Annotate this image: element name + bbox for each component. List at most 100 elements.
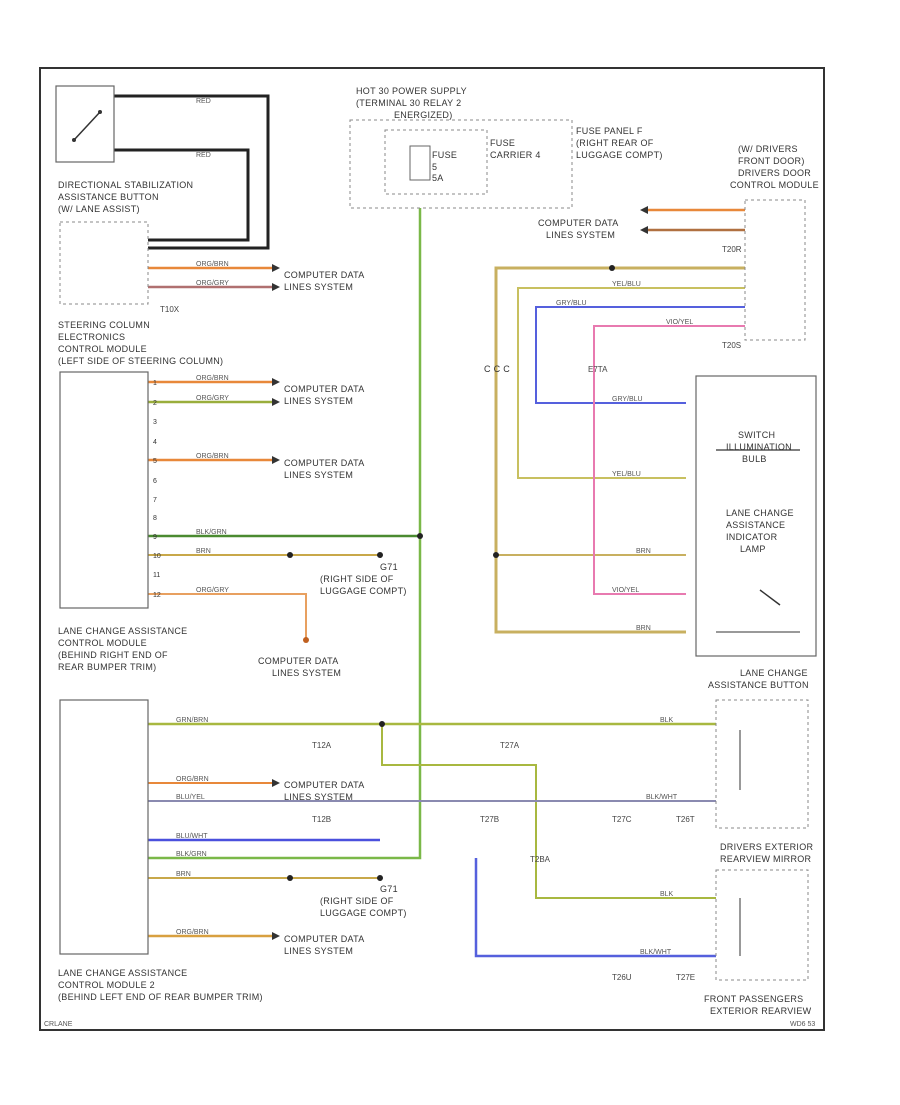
footer-right: WD6 53 bbox=[790, 1021, 815, 1028]
scc-label-4: (LEFT SIDE OF STEERING COLUMN) bbox=[58, 356, 223, 366]
conn-t12b: T12B bbox=[312, 815, 331, 824]
wire-label-blkgrn-2: BLK/GRN bbox=[176, 851, 207, 858]
g71-label-b1: G71 bbox=[380, 884, 398, 894]
passenger-exterior-mirror bbox=[715, 869, 809, 981]
wire-label-grnbrn: GRN/BRN bbox=[176, 717, 208, 724]
cdl-label-a1: COMPUTER DATA bbox=[284, 270, 365, 280]
fuse-panel-label: FUSE PANEL F bbox=[576, 126, 643, 136]
ind-label-4: LAMP bbox=[740, 544, 766, 554]
pin-number-5: 5 bbox=[153, 458, 157, 465]
cdl-label-e1: COMPUTER DATA bbox=[284, 780, 365, 790]
drv-door-label-4: CONTROL MODULE bbox=[730, 180, 819, 190]
wire-label-vioyel-2: VIO/YEL bbox=[612, 587, 639, 594]
fuse-amp: 5A bbox=[432, 173, 444, 183]
lca2-label-2: CONTROL MODULE 2 bbox=[58, 980, 155, 990]
conn-t27b: T27B bbox=[480, 815, 499, 824]
pin-number-4: 4 bbox=[153, 439, 157, 446]
wire-label-orgbrn-5: ORG/BRN bbox=[176, 929, 209, 936]
conn-t26u: T26U bbox=[612, 973, 632, 982]
pin-number-1: 1 bbox=[153, 380, 157, 387]
conn-ccc: C C C bbox=[484, 364, 510, 374]
fuse-panel-label-2: (RIGHT REAR OF bbox=[576, 138, 654, 148]
pin-number-10: 10 bbox=[153, 553, 161, 560]
fuse-number: 5 bbox=[432, 162, 437, 172]
directional-stabilization-button bbox=[55, 85, 115, 163]
g71-label-b3: LUGGAGE COMPT) bbox=[320, 908, 407, 918]
btn-label-2: ASSISTANCE BUTTON bbox=[708, 680, 809, 690]
cdl-label-g1: COMPUTER DATA bbox=[538, 218, 619, 228]
scc-label-1: STEERING COLUMN bbox=[58, 320, 150, 330]
wire-label-brn: BRN bbox=[196, 548, 211, 555]
ind-label-3: INDICATOR bbox=[726, 532, 778, 542]
drv-door-label-1: (W/ DRIVERS bbox=[738, 144, 798, 154]
wire-label-bluwht: BLU/WHT bbox=[176, 833, 208, 840]
conn-t2ba: T2BA bbox=[530, 855, 551, 864]
g71-label-a1: G71 bbox=[380, 562, 398, 572]
lca1-label-3: (BEHIND RIGHT END OF bbox=[58, 650, 168, 660]
wire-label-orgbrn-2: ORG/BRN bbox=[196, 375, 229, 382]
cdl-label-f1: COMPUTER DATA bbox=[284, 934, 365, 944]
drv-mirror-label-1: DRIVERS EXTERIOR bbox=[720, 842, 814, 852]
footer-left: CRLANE bbox=[44, 1021, 73, 1028]
hot30-label: HOT 30 POWER SUPPLY bbox=[356, 86, 467, 96]
cdl-label-b1: COMPUTER DATA bbox=[284, 384, 365, 394]
cdl-label-e2: LINES SYSTEM bbox=[284, 792, 353, 802]
lca-button-assembly bbox=[695, 375, 817, 657]
wire-label-red-2: RED bbox=[196, 152, 211, 159]
conn-t10x: T10X bbox=[160, 305, 180, 314]
dsb-label-1: DIRECTIONAL STABILIZATION bbox=[58, 180, 193, 190]
lca1-label-4: REAR BUMPER TRIM) bbox=[58, 662, 156, 672]
ind-label-2: ASSISTANCE bbox=[726, 520, 785, 530]
pass-mirror-label-1: FRONT PASSENGERS bbox=[704, 994, 803, 1004]
fuse-panel-label-3: LUGGAGE COMPT) bbox=[576, 150, 663, 160]
lca1-label-2: CONTROL MODULE bbox=[58, 638, 147, 648]
wire-label-red: RED bbox=[196, 98, 211, 105]
scc-label-2: ELECTRONICS bbox=[58, 332, 125, 342]
wire-label-orggry-2: ORG/GRY bbox=[196, 395, 229, 402]
wire-label-orggry-3: ORG/GRY bbox=[196, 587, 229, 594]
conn-t27c: T27C bbox=[612, 815, 632, 824]
wire-label-bluyel: BLU/YEL bbox=[176, 794, 205, 801]
wire-label-gryblu-2: GRY/BLU bbox=[612, 396, 643, 403]
drivers-door-control-module bbox=[744, 199, 806, 341]
dsb-label-2: ASSISTANCE BUTTON bbox=[58, 192, 159, 202]
illum-label-3: BULB bbox=[742, 454, 767, 464]
dsb-label-3: (W/ LANE ASSIST) bbox=[58, 204, 140, 214]
ground-symbol-upper bbox=[303, 552, 383, 643]
switch-contact-icon bbox=[759, 589, 781, 606]
wire-label-yelblu: YEL/BLU bbox=[612, 281, 641, 288]
diagram-frame bbox=[39, 67, 825, 1031]
dsb-connector-box bbox=[59, 221, 149, 305]
fuse-carrier-label: FUSE bbox=[490, 138, 515, 148]
wire-label-orggry: ORG/GRY bbox=[196, 280, 229, 287]
drv-door-label-3: DRIVERS DOOR bbox=[738, 168, 811, 178]
wire-label-vioyel: VIO/YEL bbox=[666, 319, 693, 326]
cdl-label-a2: LINES SYSTEM bbox=[284, 282, 353, 292]
pin-numbers: 1 2 3 4 5 6 7 8 9 10 11 12 bbox=[153, 380, 161, 599]
drv-door-label-2: FRONT DOOR) bbox=[738, 156, 805, 166]
conn-t12a: T12A bbox=[312, 741, 332, 750]
hot30-label-3: ENERGIZED) bbox=[394, 110, 453, 120]
fuse-carrier-label-2: CARRIER 4 bbox=[490, 150, 541, 160]
wire-label-yelblu-2: YEL/BLU bbox=[612, 471, 641, 478]
wire-label-blkwht: BLK/WHT bbox=[646, 794, 678, 801]
wire-label-blk: BLK bbox=[660, 717, 674, 724]
lca2-label-1: LANE CHANGE ASSISTANCE bbox=[58, 968, 187, 978]
wire-label-blkwht-2: BLK/WHT bbox=[640, 949, 672, 956]
illum-label-1: SWITCH bbox=[738, 430, 775, 440]
scc-label-3: CONTROL MODULE bbox=[58, 344, 147, 354]
steering-column-module bbox=[59, 371, 149, 609]
conn-t27e: T27E bbox=[676, 973, 695, 982]
cdl-label-b2: LINES SYSTEM bbox=[284, 396, 353, 406]
pin-number-6: 6 bbox=[153, 478, 157, 485]
dsb-wires bbox=[113, 94, 270, 250]
wire-label-blk-2: BLK bbox=[660, 891, 674, 898]
cdl-label-c1: COMPUTER DATA bbox=[284, 458, 365, 468]
conn-t27a: T27A bbox=[500, 741, 520, 750]
pin-number-2: 2 bbox=[153, 400, 157, 407]
ind-label-1: LANE CHANGE bbox=[726, 508, 794, 518]
wire-label-orgbrn-3: ORG/BRN bbox=[196, 453, 229, 460]
conn-e7ta: E7TA bbox=[588, 365, 608, 374]
